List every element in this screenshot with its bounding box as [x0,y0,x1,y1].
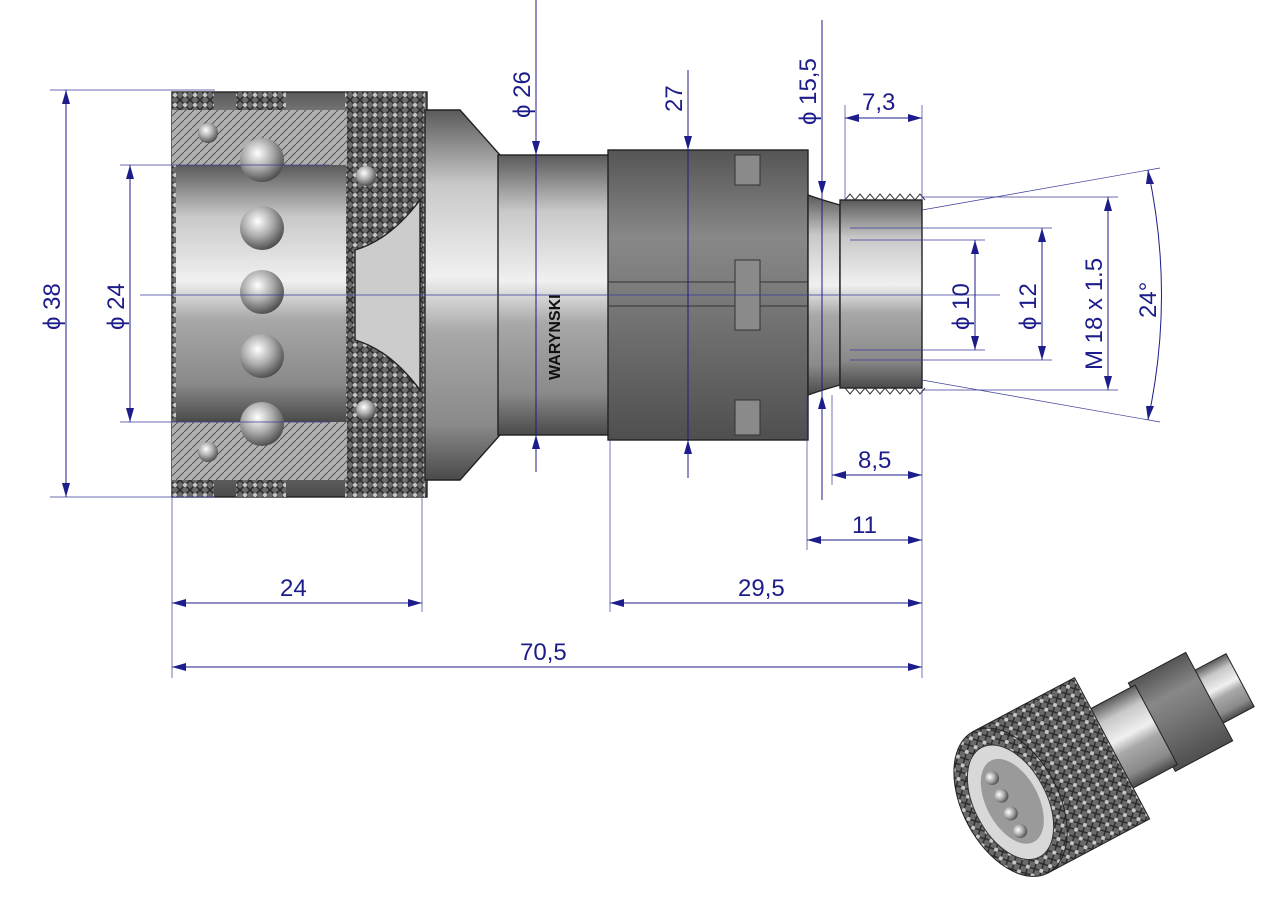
dimension-labels: ϕ 38 ϕ 24 ϕ 26 27 ϕ 15,5 7,3 ϕ 10 ϕ 12 M… [39,58,1162,666]
label-d10: ϕ 10 [948,283,975,330]
logo-text: WARYNSKI [547,294,564,380]
label-d15-5: ϕ 15,5 [795,58,822,125]
label-d12: ϕ 12 [1015,283,1042,330]
label-hex27: 27 [661,85,688,112]
extension-lines [50,89,1161,678]
coupler-side-view: WARYNSKI [171,91,926,498]
label-70-5: 70,5 [520,639,567,666]
label-thread: M 18 x 1.5 [1081,258,1108,370]
locking-balls [198,123,376,462]
coupler-3d-view [953,651,1255,877]
label-11: 11 [852,512,877,539]
label-29-5: 29,5 [738,575,785,602]
label-angle: 24° [1135,282,1162,318]
label-d26: ϕ 26 [509,71,536,118]
label-d38: ϕ 38 [39,283,66,330]
thread [839,199,923,389]
label-d24: ϕ 24 [103,283,130,330]
label-24: 24 [280,575,307,602]
label-7-3: 7,3 [862,89,895,116]
dimension-arrows [62,90,1154,671]
label-8-5: 8,5 [858,447,891,474]
